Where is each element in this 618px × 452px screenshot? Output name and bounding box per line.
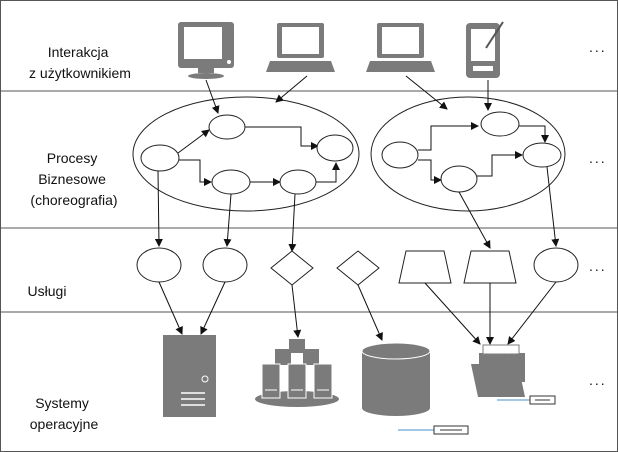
server-tower-icon: [163, 335, 216, 417]
process-edge: [475, 151, 523, 177]
process-edge: [245, 126, 319, 150]
process-node: [140, 144, 180, 172]
more-ellipsis: ...: [589, 39, 607, 55]
process-node: [211, 169, 251, 195]
laptop-icon: [366, 23, 435, 72]
database-cylinder-icon: [361, 342, 431, 416]
network-device-icon: [497, 395, 556, 405]
process-node: [522, 142, 562, 168]
flow-arrow: [154, 170, 163, 247]
service-node: [533, 247, 579, 283]
flow-arrow: [205, 79, 220, 114]
more-ellipsis: ...: [589, 258, 607, 274]
flow-arrow: [546, 166, 560, 247]
layer-label-services: Usługi: [28, 283, 67, 299]
process-node: [279, 169, 317, 195]
desktop-monitor-icon: [178, 22, 234, 79]
pda-tablet-icon: [466, 21, 504, 78]
flow-arrow: [223, 193, 232, 247]
process-edge: [177, 129, 210, 154]
more-ellipsis: ...: [589, 372, 607, 388]
more-ellipsis: ...: [589, 150, 607, 166]
flow-arrow: [357, 284, 383, 341]
process-node: [440, 165, 478, 193]
process-node: [208, 114, 246, 140]
process-edge: [418, 159, 442, 184]
process-node: [480, 111, 520, 137]
service-node: [336, 250, 380, 286]
flow-arrow: [405, 75, 448, 110]
process-edge: [316, 162, 340, 183]
process-node: [381, 141, 419, 169]
flow-arrow: [275, 75, 308, 103]
process-edge: [418, 122, 479, 151]
file-folder-icon: [471, 344, 525, 397]
flow-arrow: [507, 281, 557, 345]
service-node: [463, 250, 517, 284]
process-edge: [519, 125, 549, 143]
layer-label-systems: Systemy operacyjne: [30, 395, 99, 432]
flow-arrow: [200, 281, 226, 335]
flow-arrow: [291, 284, 302, 338]
layer-label-interaction: Interakcja z użytkownikiem: [29, 44, 131, 81]
network-device-icon: [398, 425, 469, 435]
service-node: [270, 250, 314, 286]
flow-arrow: [288, 193, 297, 252]
server-cluster-icon: [255, 339, 339, 407]
process-edge: [175, 159, 212, 186]
laptop-icon: [266, 23, 335, 72]
process-node: [316, 134, 354, 162]
flow-arrow: [424, 282, 481, 345]
flow-arrow: [458, 191, 491, 249]
layer-label-processes: Procesy Biznesowe (choreografia): [30, 150, 117, 208]
flow-arrow: [158, 281, 183, 335]
service-node: [202, 247, 248, 283]
service-node: [136, 247, 182, 283]
service-node: [398, 250, 452, 284]
